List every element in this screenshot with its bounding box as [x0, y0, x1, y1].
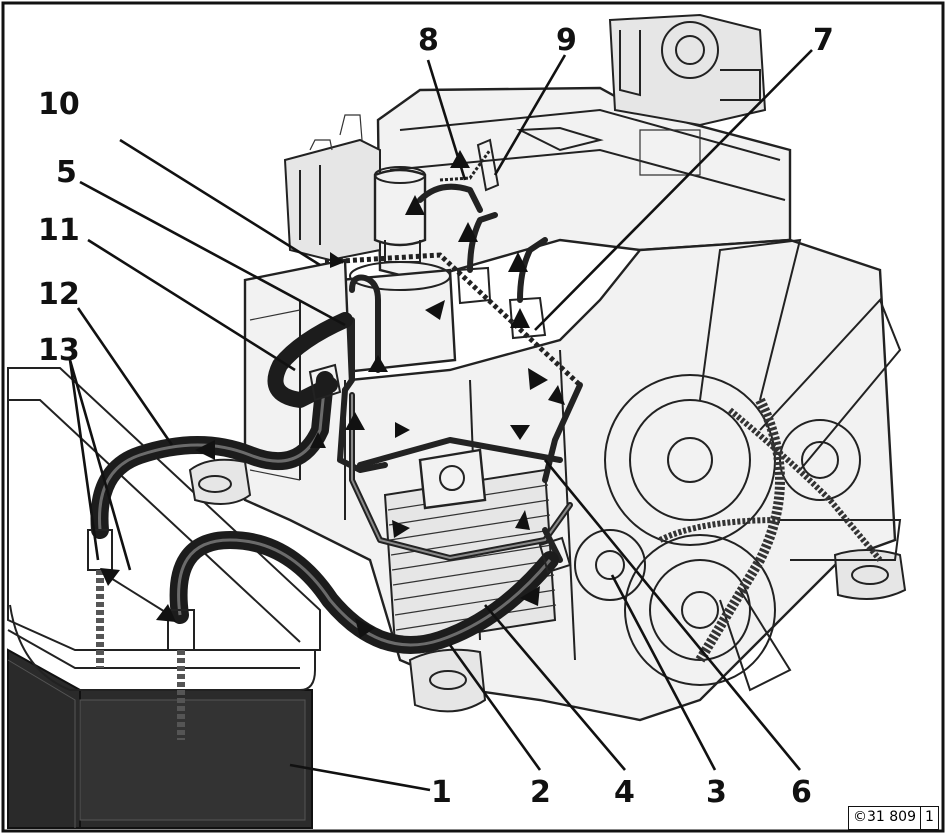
- flow-arrow: [395, 422, 410, 438]
- callout-7: 7: [813, 23, 834, 58]
- figure-reference-code: ©31 809: [853, 809, 916, 825]
- flow-arrow: [310, 432, 326, 448]
- flow-arrow: [508, 252, 528, 272]
- flow-arrow: [520, 586, 540, 606]
- flow-arrow: [425, 300, 445, 320]
- callout-4: 4: [614, 775, 635, 810]
- fuel-hoses: [87, 312, 572, 740]
- leader-lines: [68, 49, 813, 792]
- flow-arrow: [548, 385, 565, 405]
- flow-arrow: [515, 510, 530, 530]
- flow-arrow: [330, 252, 345, 268]
- engine-block: [188, 13, 907, 722]
- flow-arrow: [405, 195, 425, 215]
- callout-2: 2: [530, 775, 551, 810]
- callout-6: 6: [791, 775, 812, 810]
- flow-arrow: [355, 618, 375, 638]
- figure-reference: ©31 809 1: [848, 806, 939, 830]
- callout-3: 3: [706, 775, 727, 810]
- flow-arrow: [368, 355, 388, 372]
- fuel-pipes: [337, 274, 583, 563]
- callout-1: 1: [431, 775, 452, 810]
- flow-arrow: [392, 520, 410, 538]
- callout-9: 9: [556, 23, 577, 58]
- flow-arrow: [510, 425, 530, 440]
- figure-reference-sheet: 1: [920, 807, 938, 829]
- callout-labels: 1 2 4 3 6 7 8 9 10 5 11 12 13: [38, 23, 834, 810]
- flow-arrow: [100, 568, 120, 586]
- callout-11: 11: [38, 213, 80, 248]
- callout-8: 8: [418, 23, 439, 58]
- flow-arrow: [195, 440, 215, 460]
- flow-arrow: [156, 604, 176, 622]
- flow-arrow: [458, 222, 478, 242]
- flow-arrows: [100, 150, 565, 638]
- pulley-assembly: [574, 238, 902, 692]
- callout-5: 5: [56, 155, 77, 190]
- flow-arrow: [528, 368, 548, 390]
- flow-arrow: [510, 308, 530, 328]
- flow-arrow: [450, 150, 470, 168]
- callout-12: 12: [38, 277, 80, 312]
- flow-arrow: [345, 412, 365, 430]
- callout-13: 13: [38, 333, 80, 368]
- callout-10: 10: [38, 87, 80, 122]
- fuel-tank: [7, 367, 321, 829]
